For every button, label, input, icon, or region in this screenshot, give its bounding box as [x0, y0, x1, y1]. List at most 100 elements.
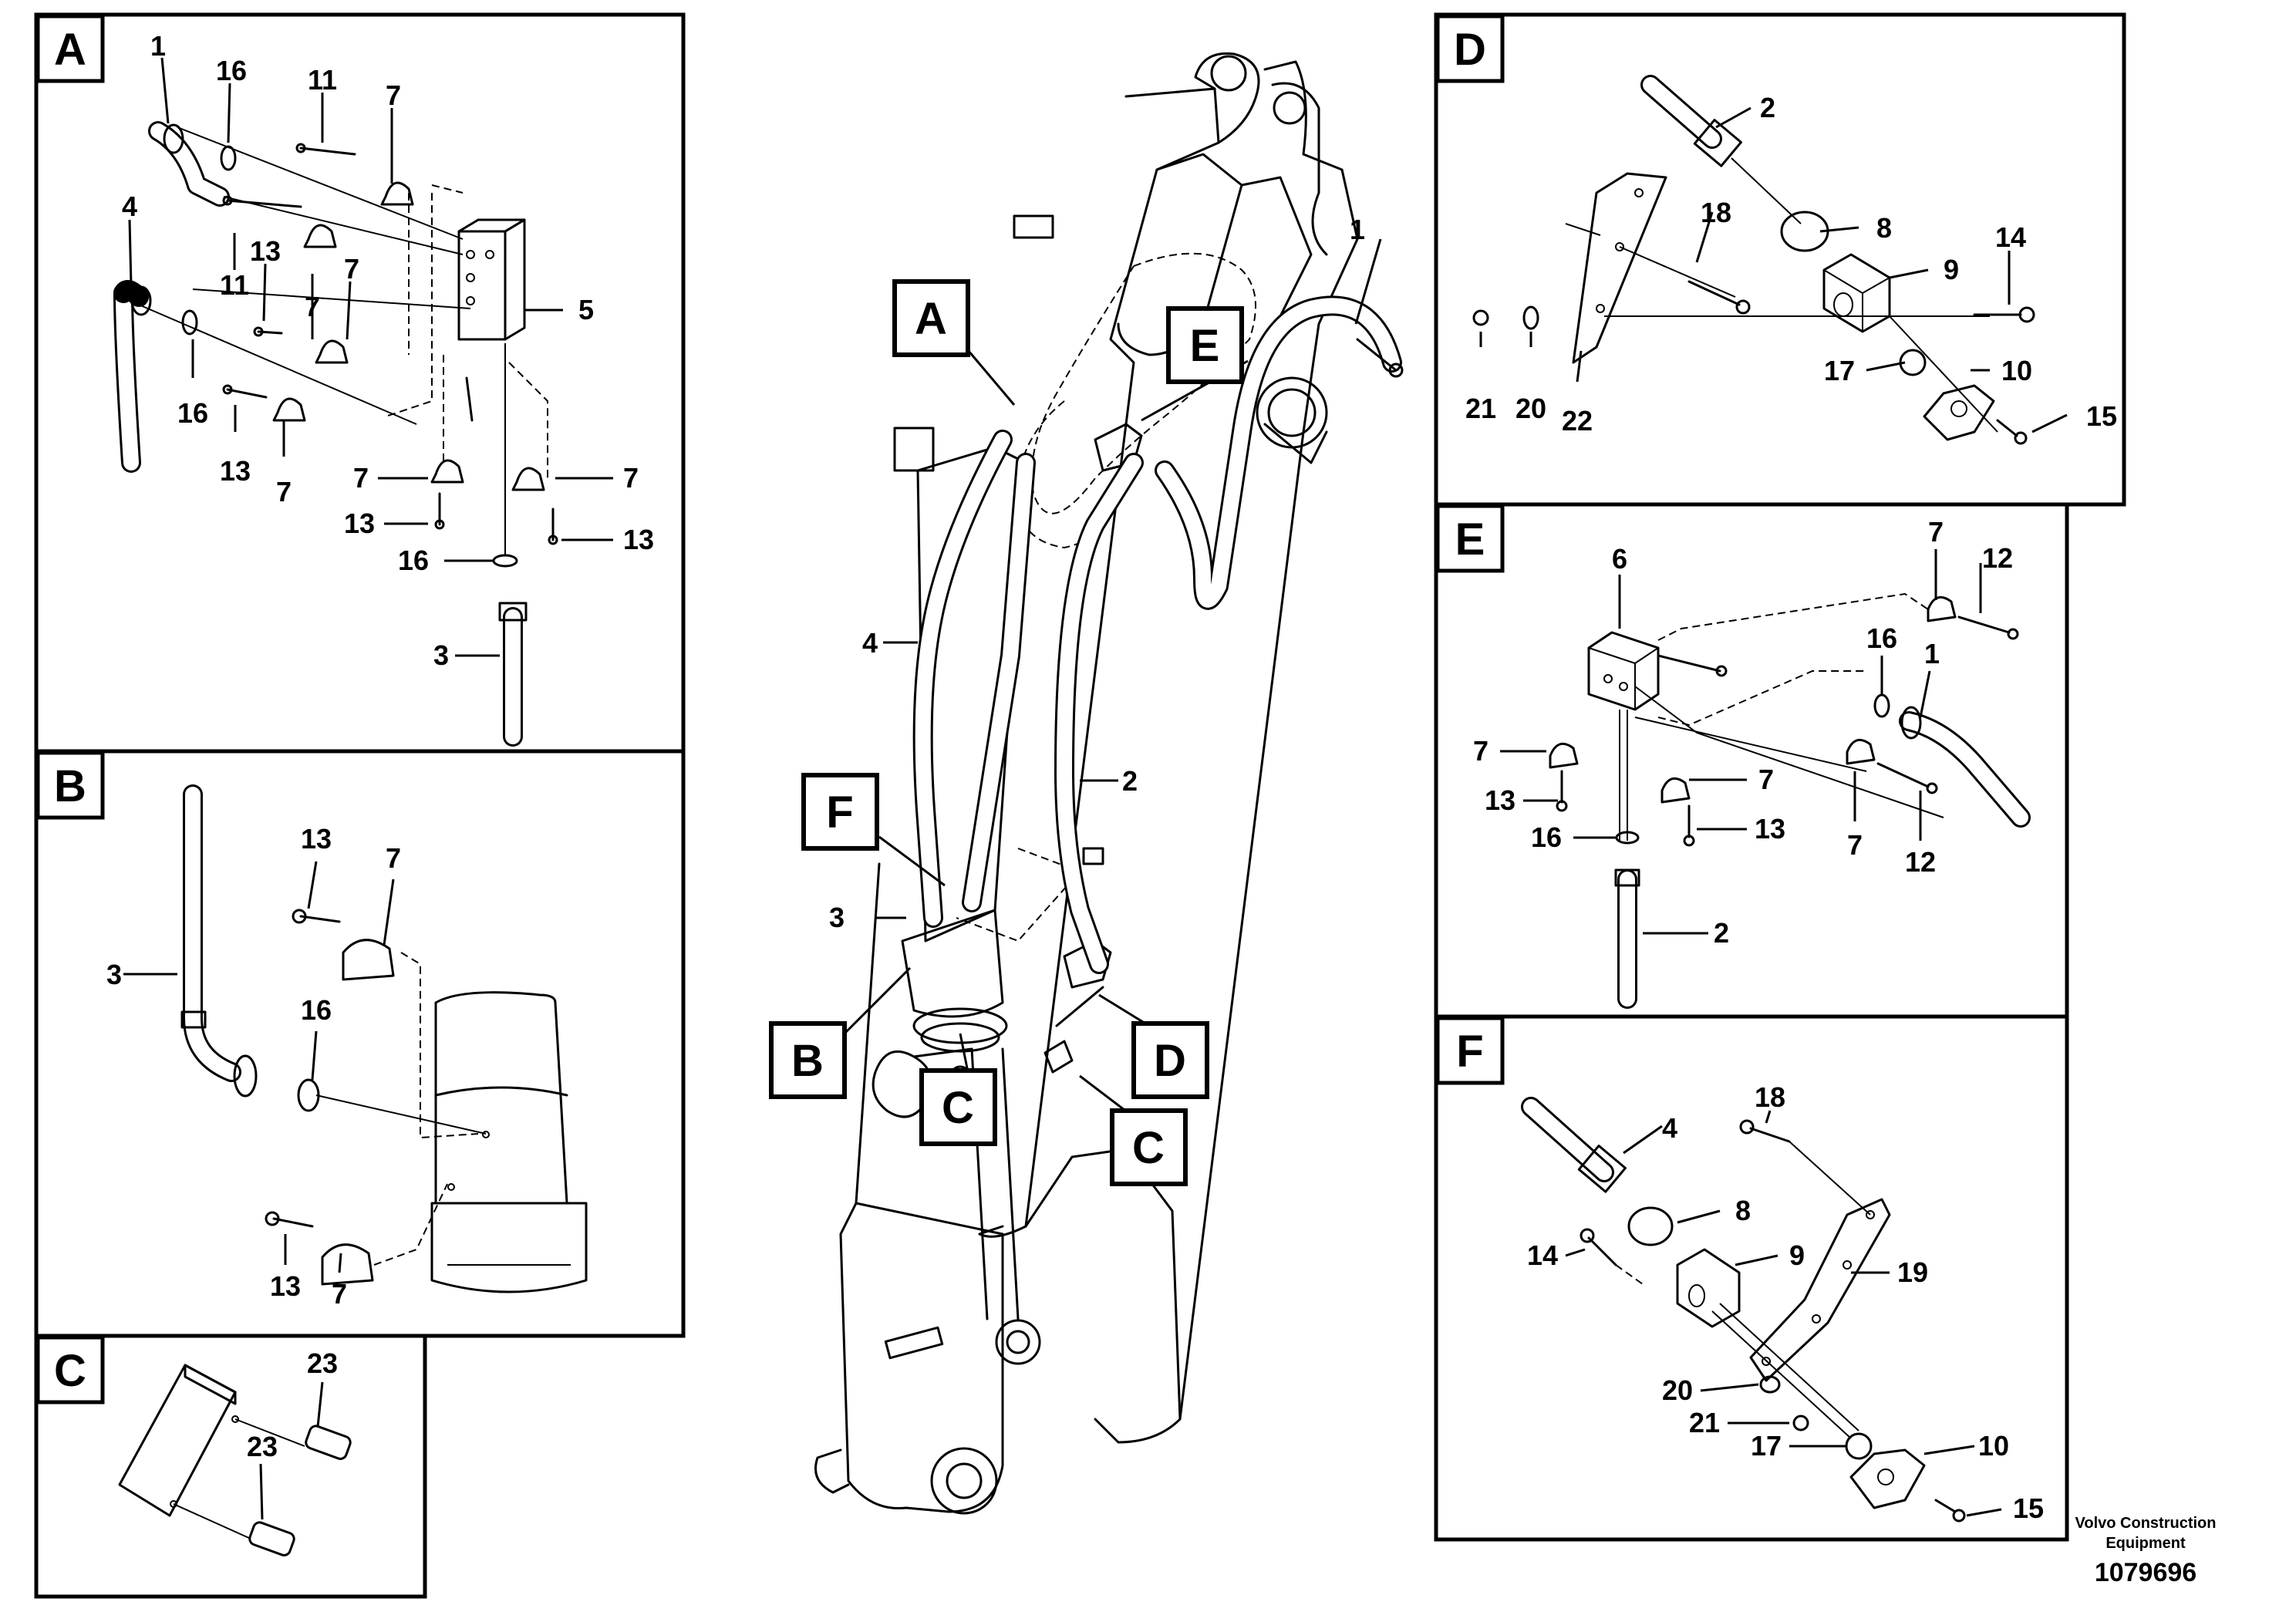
panel-c-frame	[34, 1334, 427, 1599]
label-f-8: 8	[1735, 1195, 1751, 1226]
label-d-8: 8	[1876, 212, 1892, 244]
label-c-23b: 23	[247, 1431, 278, 1462]
label-a-5: 5	[578, 294, 594, 325]
panel-f-labels: 18 4 8 14 9 19 20 21 17 10 15	[1527, 1081, 2044, 1524]
panel-f-frame	[1434, 1014, 2069, 1542]
document-number: 1079696	[2094, 1558, 2197, 1587]
panel-d-letter: D	[1435, 14, 1505, 83]
panel-b-labels: 13 7 3 16 13 7	[106, 823, 401, 1310]
label-f-18: 18	[1755, 1081, 1785, 1113]
panel-f-letter: F	[1435, 1016, 1505, 1085]
panel-a-labels: 1 16 11 7 4 13 11 7 7 5 16 13 7 7 7 13 1…	[122, 30, 654, 671]
label-e-12b: 12	[1905, 846, 1936, 878]
callout-a: A	[892, 279, 970, 357]
label-a-7e: 7	[353, 462, 369, 494]
panel-c-labels: 23 23	[247, 1347, 338, 1462]
svg-text:D: D	[1154, 1036, 1186, 1086]
label-e-6: 6	[1612, 543, 1627, 575]
label-d-14: 14	[1995, 221, 2026, 253]
label-a-7f: 7	[623, 462, 639, 494]
label-a-13c: 13	[344, 508, 375, 539]
svg-text:E: E	[1190, 321, 1220, 371]
label-e-16b: 16	[1531, 821, 1562, 853]
svg-text:C: C	[54, 1346, 86, 1396]
panel-c-letter: C	[35, 1335, 105, 1404]
footer: Volvo Construction Equipment 1079696	[2068, 1513, 2223, 1588]
label-a-13b: 13	[220, 455, 251, 487]
label-d-18: 18	[1701, 197, 1731, 228]
label-b-7: 7	[386, 842, 401, 874]
svg-text:A: A	[54, 25, 86, 75]
label-d-21: 21	[1465, 393, 1496, 424]
label-f-21: 21	[1689, 1407, 1720, 1438]
label-a-16b: 16	[177, 397, 208, 429]
panel-d-frame	[1434, 12, 2126, 507]
svg-text:B: B	[54, 761, 86, 811]
label-a-16c: 16	[398, 545, 429, 576]
center-label-1: 1	[1350, 214, 1365, 245]
panel-e-labels: 6 7 12 16 1 7 7 13 13 16 7 12 2	[1473, 516, 2013, 949]
label-f-10: 10	[1978, 1430, 2009, 1462]
label-a-16: 16	[216, 55, 247, 86]
callout-c-left: C	[919, 1068, 997, 1146]
label-d-9: 9	[1944, 254, 1959, 285]
svg-text:F: F	[826, 787, 853, 838]
label-e-16: 16	[1866, 622, 1897, 654]
boom-arm-assembly	[814, 52, 1404, 1515]
label-e-7c: 7	[1758, 764, 1774, 795]
label-a-7b: 7	[344, 253, 359, 285]
panel-c-drawing	[118, 1364, 352, 1556]
callout-f: F	[801, 773, 879, 851]
callout-c-right: C	[1110, 1108, 1188, 1186]
label-a-7c: 7	[305, 291, 320, 322]
label-f-20: 20	[1662, 1374, 1693, 1406]
panel-a-letter: A	[35, 14, 105, 83]
panel-f-drawing	[1521, 1097, 2002, 1523]
svg-text:E: E	[1455, 514, 1485, 565]
label-a-11b: 11	[220, 269, 249, 301]
label-e-7d: 7	[1847, 829, 1863, 861]
label-a-11: 11	[308, 64, 337, 96]
svg-text:A: A	[915, 294, 947, 344]
label-d-15: 15	[2086, 400, 2117, 432]
label-d-22: 22	[1562, 405, 1593, 437]
center-label-2: 2	[1122, 765, 1138, 797]
callout-b: B	[769, 1021, 847, 1099]
callout-d: D	[1131, 1021, 1209, 1099]
svg-text:F: F	[1456, 1027, 1483, 1077]
label-a-7: 7	[386, 79, 401, 111]
label-c-23: 23	[307, 1347, 338, 1379]
svg-text:B: B	[791, 1036, 824, 1086]
label-b-7b: 7	[332, 1278, 347, 1310]
label-f-4: 4	[1662, 1112, 1677, 1144]
label-e-1: 1	[1924, 638, 1940, 669]
panel-e-drawing	[1500, 549, 2031, 1009]
label-d-10: 10	[2001, 355, 2032, 386]
label-b-13: 13	[301, 823, 332, 855]
label-f-17: 17	[1751, 1430, 1782, 1462]
label-a-4: 4	[122, 191, 137, 222]
label-f-15: 15	[2013, 1492, 2044, 1524]
label-a-13: 13	[250, 235, 281, 267]
label-a-1: 1	[150, 30, 166, 62]
panel-e-letter: E	[1435, 504, 1505, 573]
label-f-9: 9	[1789, 1239, 1805, 1271]
label-a-13d: 13	[623, 524, 654, 555]
label-e-12: 12	[1982, 542, 2013, 574]
label-e-13: 13	[1485, 784, 1515, 816]
label-a-7d: 7	[276, 476, 292, 508]
svg-text:C: C	[942, 1083, 974, 1133]
label-d-2: 2	[1760, 92, 1775, 123]
panel-b-drawing	[123, 784, 588, 1293]
label-d-20: 20	[1515, 393, 1546, 424]
label-a-3: 3	[433, 639, 449, 671]
label-e-7: 7	[1928, 516, 1944, 548]
panel-d-drawing	[1472, 75, 2068, 445]
center-label-4: 4	[862, 627, 878, 659]
label-d-17: 17	[1824, 355, 1855, 386]
panel-d-labels: 2 18 8 14 9 17 10 21 20 22 15	[1465, 92, 2117, 437]
center-label-3: 3	[829, 902, 845, 933]
label-f-19: 19	[1897, 1256, 1928, 1288]
callout-e: E	[1166, 306, 1244, 384]
label-b-13b: 13	[270, 1270, 301, 1302]
